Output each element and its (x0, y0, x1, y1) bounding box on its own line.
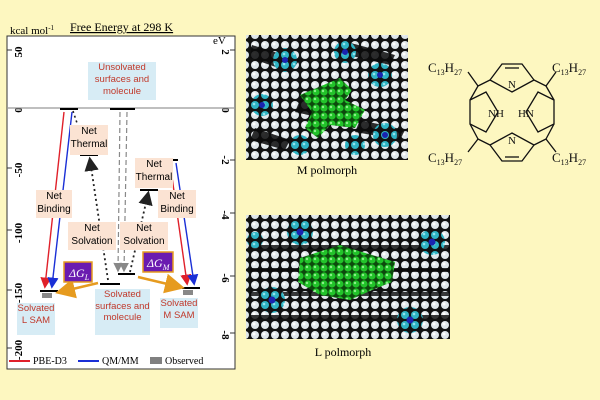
left-tick: 50 (13, 46, 25, 58)
delta-m-arrow (137, 273, 185, 294)
left-tick: -50 (13, 162, 25, 177)
left-tick: -150 (13, 282, 25, 303)
net-solvation-m-box (120, 222, 168, 250)
right-tick: -4 (219, 210, 231, 220)
observed-l (42, 293, 52, 298)
unsolvated-label: Unsolvated surfaces and molecule (94, 62, 150, 97)
net-solvation-l-arrow (84, 156, 109, 281)
legend-observed: Observed (165, 356, 203, 367)
substituent-top-left: C13H27 (428, 60, 462, 77)
observed-m (183, 290, 193, 295)
legend: PBE-D3 QM/MM Observed (9, 356, 203, 367)
solvated-m-box (160, 298, 198, 328)
left-ticks: 50 0 -50 -100 -150 -200 (13, 46, 25, 360)
net-thermal-m-label: Net Thermal (135, 159, 173, 183)
left-tick: -100 (13, 222, 25, 243)
right-tick: -6 (219, 273, 231, 283)
legend-qmmm: QM/MM (102, 356, 139, 367)
nh-label: NH (488, 108, 504, 120)
right-tick: -2 (219, 155, 231, 165)
substituent-top-right: C13H27 (552, 60, 586, 77)
net-thermal-l-label: Net Thermal (70, 126, 108, 150)
solvated-m-label: Solvated M SAM (160, 298, 198, 321)
net-binding-m-label: Net Binding (160, 191, 194, 215)
tick-marks (7, 49, 235, 349)
m-caption: M polmorph (297, 163, 357, 177)
right-tick: 2 (219, 49, 231, 55)
substituent-bottom-right: C13H27 (552, 150, 586, 167)
net-solvation-l-box (68, 222, 116, 250)
net-binding-m-box (158, 190, 196, 218)
n-top-label: N (508, 79, 516, 91)
l-caption: L polmorph (315, 345, 372, 359)
legend-pbe: PBE-D3 (33, 356, 67, 367)
solvation-down-1 (113, 111, 123, 273)
right-tick: -8 (219, 330, 231, 340)
right-tick: 0 (219, 107, 231, 113)
net-thermal-l-box (70, 125, 108, 155)
right-ticks: 2 0 -2 -4 -6 -8 (219, 49, 231, 340)
left-tick: 0 (13, 107, 25, 113)
n-bottom-label: N (508, 135, 516, 147)
hn-label: HN (518, 108, 534, 120)
delta-g-m-box (142, 251, 174, 273)
solvated-center-box (95, 289, 150, 335)
net-thermal-m-box (135, 158, 173, 188)
diagram-title: Free Energy at 298 K (70, 20, 173, 34)
delta-g-l-label: ΔGL (68, 266, 90, 282)
solvated-l-label: Solvated L SAM (17, 303, 55, 326)
right-axis-unit: eV (213, 35, 226, 47)
net-solvation-m-label: Net Solvation (123, 223, 165, 247)
left-tick: -200 (13, 339, 25, 360)
delta-g-l-box (63, 261, 93, 283)
net-binding-l-label: Net Binding (37, 191, 71, 215)
delta-l-arrow (55, 278, 99, 299)
m-polymorph-image (246, 35, 408, 160)
delta-g-m-label: ΔGM (146, 256, 171, 272)
net-binding-m-qm (175, 162, 199, 286)
left-axis-unit: kcal mol-1 (10, 24, 55, 37)
solvated-l-box (17, 303, 55, 335)
net-solvation-l-label: Net Solvation (71, 223, 113, 247)
net-binding-l-box (36, 190, 72, 218)
substituent-bottom-left: C13H27 (428, 150, 462, 167)
porphyrin-structure (467, 63, 557, 162)
unsolvated-box (88, 62, 156, 100)
l-polymorph-image (246, 215, 450, 339)
solvated-center-label: Solvated surfaces and molecule (95, 289, 150, 323)
